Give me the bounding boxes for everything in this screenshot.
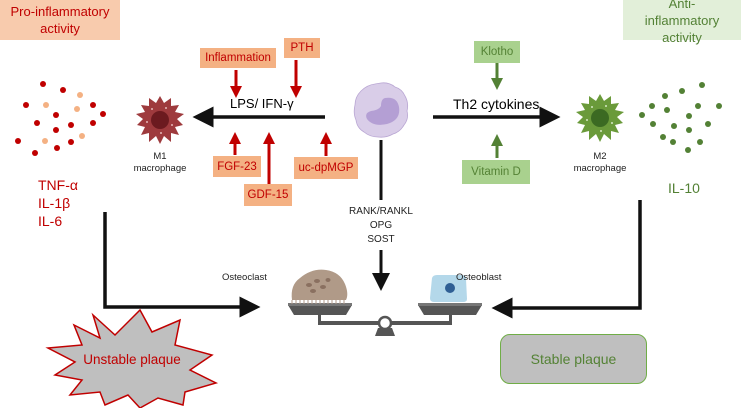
fgf23-box: FGF-23	[213, 156, 261, 177]
vitamin-d-label: Vitamin D	[471, 166, 521, 178]
osteoblast-label: Osteoblast	[456, 272, 502, 283]
m1-label-line1: M1	[153, 151, 167, 162]
pth-label: PTH	[290, 42, 314, 54]
stable-plaque-box: Stable plaque	[500, 334, 647, 384]
sost-label: SOST	[367, 234, 395, 245]
m1-macrophage-icon	[136, 96, 184, 144]
m2-label-line2: macrophage	[573, 163, 627, 174]
fgf23-label: FGF-23	[217, 160, 257, 173]
il-10-label: IL-10	[668, 180, 700, 196]
balance-scale-icon	[288, 303, 482, 336]
tnf-alpha-label: TNF-α	[38, 177, 78, 193]
pro-to-scale-arrow	[103, 212, 261, 318]
pro-cytokines-list: TNF-α IL-1β IL-6	[38, 176, 78, 230]
klotho-box: Klotho	[474, 41, 520, 63]
unstable-plaque-burst	[45, 308, 219, 408]
gdf15-label: GDF-15	[247, 189, 289, 201]
gdf15-box: GDF-15	[244, 184, 292, 206]
vitamin-d-box: Vitamin D	[462, 160, 530, 184]
m2-label: M2 macrophage	[568, 151, 632, 175]
pth-box: PTH	[284, 38, 320, 58]
m1-label-line2: macrophage	[133, 163, 187, 174]
osteoblast-icon	[430, 275, 467, 302]
ucdpmgp-label: uc-dpMGP	[298, 162, 354, 174]
m1-label: M1 macrophage	[128, 151, 192, 175]
opg-label: OPG	[369, 220, 393, 231]
inflammation-label: Inflammation	[205, 52, 271, 64]
unstable-plaque-label: Unstable plaque	[83, 352, 181, 367]
inflammation-box: Inflammation	[200, 48, 276, 68]
m2-label-line1: M2	[593, 151, 607, 162]
anti-inflammatory-header: Anti-inflammatory activity	[623, 0, 741, 45]
central-regulators: RANK/RANKL OPG SOST	[336, 205, 426, 247]
klotho-label: Klotho	[480, 46, 514, 58]
osteoclast-icon	[291, 269, 348, 304]
pro-inflammatory-header: Pro-inflammatory activity	[0, 0, 120, 40]
rank-rankl-label: RANK/RANKL	[349, 206, 413, 217]
m2-macrophage-icon	[576, 94, 624, 142]
osteoclast-label: Osteoclast	[222, 272, 267, 283]
lps-ifn-label: LPS/ IFN-γ	[230, 96, 294, 111]
anti-to-scale-arrow	[491, 200, 642, 319]
anti-inflammatory-label: Anti-inflammatory activity	[644, 0, 720, 45]
il-6-label: IL-6	[38, 213, 63, 229]
monocyte-icon	[353, 82, 409, 138]
il-1beta-label: IL-1β	[38, 195, 71, 211]
anti-cytokine-dots	[639, 82, 722, 153]
stable-plaque-label: Stable plaque	[530, 351, 617, 367]
pro-inflammatory-label: Pro-inflammatory activity	[10, 4, 110, 36]
th2-cytokines-label: Th2 cytokines	[453, 96, 540, 112]
pro-cytokine-dots	[15, 81, 106, 156]
ucdpmgp-box: uc-dpMGP	[294, 157, 358, 179]
